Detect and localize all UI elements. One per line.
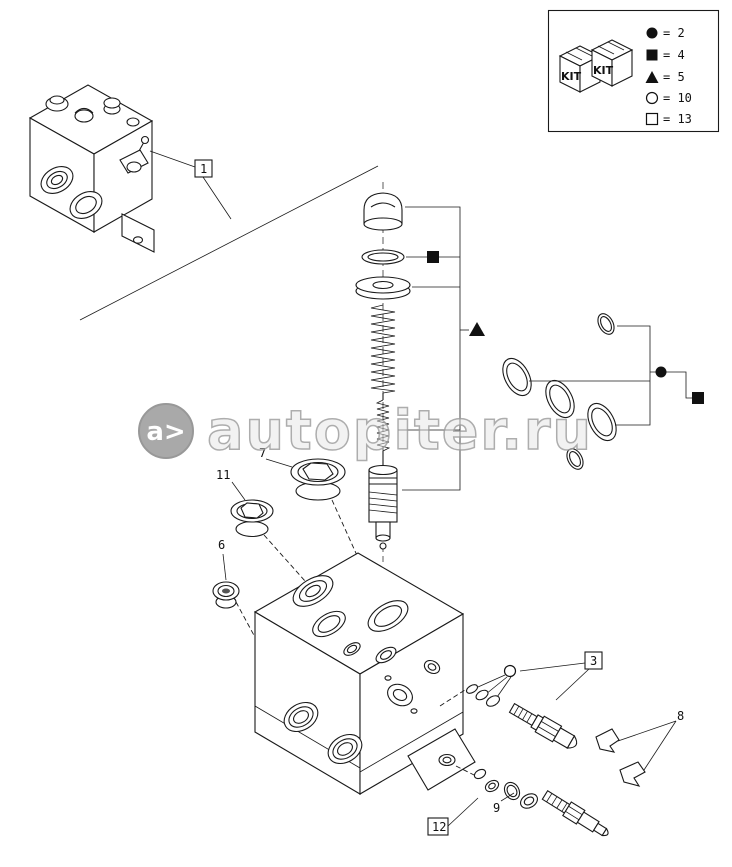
clip-1 xyxy=(595,728,620,753)
svg-text:KIT: KIT xyxy=(593,64,614,77)
filled-triangle-icon xyxy=(645,71,659,83)
svg-text:= 2: = 2 xyxy=(663,26,685,40)
callout-1-label: 1 xyxy=(200,162,207,176)
callout-12-label: 12 xyxy=(432,820,446,834)
watermark-logo-text: a> xyxy=(146,417,185,447)
open-circle-icon xyxy=(645,91,659,105)
seal-ring-small-bottom xyxy=(566,448,584,470)
svg-text:= 10: = 10 xyxy=(663,91,692,105)
o-ring-part xyxy=(361,249,405,265)
clip-group: 8 xyxy=(595,709,684,787)
solenoid-cartridge xyxy=(541,790,609,837)
svg-text:KIT: KIT xyxy=(561,70,582,83)
valve-body-drawing xyxy=(253,552,476,795)
relief-valve-group: 3 xyxy=(439,651,603,749)
spool-kit-bracket xyxy=(398,206,485,491)
seal-ring-kit-bracket xyxy=(529,325,704,426)
watermark-logo-icon xyxy=(138,403,194,459)
open-circle-marker xyxy=(503,664,517,678)
cap-part xyxy=(363,192,403,231)
callout-3-label: 3 xyxy=(590,654,597,668)
seal-ring-small-top xyxy=(597,313,615,335)
legend-row-filled-circle: = 2 xyxy=(646,26,685,40)
svg-text:= 5: = 5 xyxy=(663,70,685,84)
seal-ring-1 xyxy=(502,357,532,397)
callout-3-box xyxy=(584,651,603,670)
leader-7 xyxy=(265,458,293,468)
watermark-text: autopiter.ru xyxy=(207,399,593,462)
kit-cube-icon-2: KIT xyxy=(590,39,634,87)
legend-row-open-circle: = 10 xyxy=(645,91,692,105)
callout-12-box xyxy=(427,817,449,836)
filled-square-marker xyxy=(427,251,439,263)
clip-2 xyxy=(619,761,646,787)
filled-circle-marker xyxy=(655,366,667,378)
legend-row-open-square: = 13 xyxy=(645,112,692,126)
legend-row-filled-square: = 4 xyxy=(646,48,685,62)
relief-valve-cartridge xyxy=(508,702,578,749)
filled-square-marker-2 xyxy=(692,392,704,404)
main-spring-part xyxy=(370,304,396,394)
kit-legend: KIT KIT = 2 = 4 = 5 = 10 = 13 xyxy=(547,9,720,133)
callout-7-label: 7 xyxy=(259,446,266,460)
legend-row-filled-triangle: = 5 xyxy=(645,70,685,84)
callout-8-label: 8 xyxy=(677,709,684,723)
check-ball xyxy=(379,542,387,550)
assembled-valve-drawing xyxy=(28,84,155,253)
seal-ring-set xyxy=(502,313,704,470)
leader-11 xyxy=(231,481,246,501)
filled-circle-icon xyxy=(646,27,658,39)
assembly-line-7 xyxy=(331,499,379,603)
spool-exploded-column xyxy=(355,182,485,562)
svg-text:= 13: = 13 xyxy=(663,112,692,126)
callout-1-box xyxy=(194,159,213,178)
filled-square-icon xyxy=(646,49,658,61)
open-square-icon xyxy=(645,112,659,126)
leader-6 xyxy=(222,553,227,581)
hex-plug-large xyxy=(290,458,346,501)
svg-text:= 4: = 4 xyxy=(663,48,685,62)
plug-small xyxy=(212,581,240,609)
cartridge-group: 9 12 xyxy=(427,765,609,837)
washer-part xyxy=(355,276,411,300)
cartridge-washer xyxy=(520,793,538,809)
cartridge-o-ring xyxy=(503,781,521,801)
watermark: a> autopiter.ru xyxy=(138,398,593,463)
hex-plug-medium xyxy=(230,499,274,538)
callout-11-label: 11 xyxy=(216,468,230,482)
section-line xyxy=(79,165,379,321)
filled-triangle-marker xyxy=(469,322,485,336)
spool-part xyxy=(368,464,398,550)
callout-assembly: 1 xyxy=(149,150,232,220)
seal-ring-3 xyxy=(587,402,617,442)
callout-9-label: 9 xyxy=(493,801,500,815)
callout-6-label: 6 xyxy=(218,538,225,552)
